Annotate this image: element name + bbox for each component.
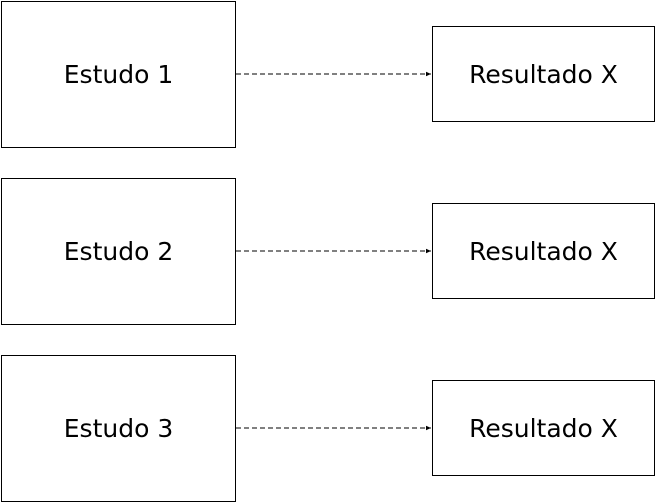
result-label-2: Resultado X xyxy=(469,236,618,266)
study-label-1: Estudo 1 xyxy=(63,60,174,89)
study-box-1: Estudo 1 xyxy=(1,1,236,148)
result-label-3: Resultado X xyxy=(469,413,618,443)
result-label-1: Resultado X xyxy=(469,59,618,89)
result-box-3: Resultado X xyxy=(432,380,655,476)
result-box-2: Resultado X xyxy=(432,203,655,299)
study-label-3: Estudo 3 xyxy=(63,414,174,443)
study-box-2: Estudo 2 xyxy=(1,178,236,325)
result-box-1: Resultado X xyxy=(432,26,655,122)
study-box-3: Estudo 3 xyxy=(1,355,236,502)
study-label-2: Estudo 2 xyxy=(63,237,174,266)
